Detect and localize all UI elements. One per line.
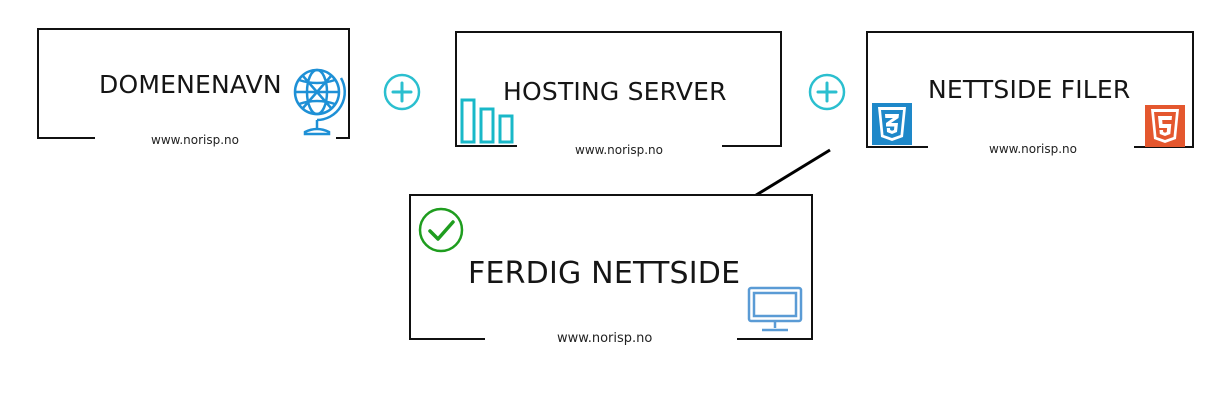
- box-url: www.norisp.no: [989, 142, 1078, 156]
- domain-box: DOMENENAVN www.norisp.no: [37, 28, 350, 147]
- monitor-icon: [747, 286, 803, 332]
- globe-icon: [293, 68, 346, 136]
- box-bottom-right-edge: [1134, 146, 1194, 148]
- box-url: www.norisp.no: [151, 133, 240, 147]
- box-right-edge: [1192, 31, 1194, 148]
- box-right-edge: [811, 194, 813, 340]
- box-top-edge: [409, 194, 813, 196]
- box-bottom-left-edge: [409, 338, 485, 340]
- box-left-edge: [409, 194, 411, 340]
- box-bottom-right-edge: [336, 137, 350, 139]
- box-title: DOMENENAVN: [99, 70, 282, 99]
- box-bottom-left-edge: [866, 146, 928, 148]
- box-bottom-right-edge: [737, 338, 813, 340]
- box-title: NETTSIDE FILER: [928, 75, 1131, 104]
- box-bottom-right-edge: [722, 145, 782, 147]
- done-box: FERDIG NETTSIDE www.norisp.no: [409, 194, 813, 346]
- box-title: FERDIG NETTSIDE: [468, 256, 741, 291]
- box-left-edge: [866, 31, 868, 148]
- plus-icon: [383, 73, 421, 111]
- box-bottom-left-edge: [37, 137, 95, 139]
- plus-icon: [808, 73, 846, 111]
- box-top-edge: [455, 31, 782, 33]
- box-top-edge: [866, 31, 1194, 33]
- files-box: NETTSIDE FILER www.norisp.no: [866, 31, 1194, 156]
- bar-chart-icon: [460, 98, 514, 144]
- box-top-edge: [37, 28, 350, 30]
- box-right-edge: [780, 31, 782, 147]
- box-title: HOSTING SERVER: [503, 77, 727, 106]
- html5-icon: [1145, 105, 1185, 147]
- box-url: www.norisp.no: [557, 331, 653, 346]
- box-right-edge: [348, 28, 350, 139]
- check-icon: [418, 207, 464, 253]
- css3-icon: [872, 103, 912, 145]
- box-left-edge: [37, 28, 39, 139]
- hosting-box: HOSTING SERVER www.norisp.no: [455, 31, 782, 157]
- box-url: www.norisp.no: [575, 143, 664, 157]
- box-bottom-left-edge: [455, 145, 517, 147]
- box-left-edge: [455, 31, 457, 147]
